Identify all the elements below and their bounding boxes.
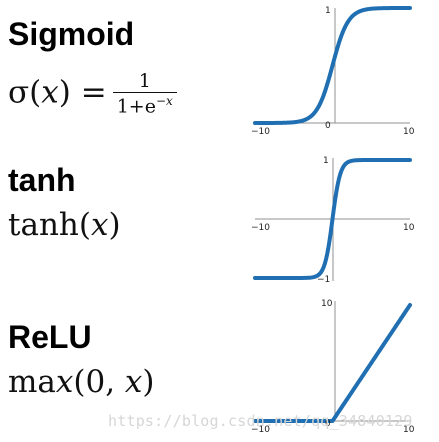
relu-plot: −10 10 10 0	[251, 299, 415, 435]
sigmoid-curve	[253, 6, 412, 125]
sigmoid-tick-y-bottom: 0	[325, 121, 331, 131]
relu-formula: max(0, x)	[8, 364, 155, 400]
sigmoid-formula-lhs: σ(x) =	[8, 74, 107, 111]
tanh-panel: tanh tanh(x) −10 10 1 −1	[0, 140, 439, 290]
tanh-plot: −10 10 1 −1	[251, 156, 415, 285]
sigmoid-denominator-exponent: −x	[155, 94, 173, 108]
tanh-title: tanh	[8, 162, 76, 198]
relu-tick-x-right: 10	[403, 425, 415, 435]
sigmoid-numerator: 1	[112, 72, 177, 93]
relu-tick-y-top: 10	[321, 299, 333, 309]
sigmoid-tick-y-top: 1	[325, 6, 331, 16]
sigmoid-denominator-base: 1+e	[116, 95, 156, 118]
sigmoid-plot: −10 10 1 0	[251, 6, 415, 137]
tanh-curve	[253, 158, 412, 280]
relu-panel: ReLU max(0, x) −10 10 10 0	[0, 295, 439, 442]
relu-title: ReLU	[8, 319, 92, 355]
sigmoid-tick-x-left: −10	[251, 127, 270, 137]
relu-tick-x-left: −10	[251, 425, 270, 435]
relu-tick-y-bottom: 0	[325, 419, 331, 429]
tanh-tick-y-bottom: −1	[317, 275, 330, 285]
tanh-formula: tanh(x)	[8, 207, 121, 243]
tanh-tick-x-right: 10	[403, 223, 415, 233]
tanh-tick-y-top: 1	[323, 156, 329, 166]
sigmoid-tick-x-right: 10	[403, 127, 415, 137]
watermark-url: https://blog.csdn.net/qq_34840129	[108, 412, 413, 430]
tanh-tick-x-left: −10	[251, 223, 270, 233]
sigmoid-denominator: 1+e−x	[113, 93, 177, 116]
sigmoid-title: Sigmoid	[8, 16, 135, 52]
relu-curve	[253, 303, 412, 423]
